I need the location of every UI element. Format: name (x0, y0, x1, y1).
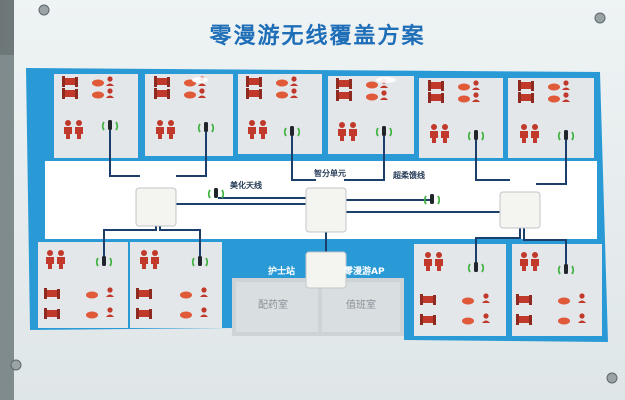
ultra-flexible-cable-label: 超柔馈线 (393, 171, 425, 180)
board-title: 零漫游无线覆盖方案 (209, 24, 426, 49)
nurse-station-label: 护士站 (268, 267, 296, 277)
beautify-antenna-label: 美化天线 (230, 181, 262, 190)
dispensary-label: 配药室 (258, 300, 288, 311)
duty-room-label: 值班室 (346, 300, 376, 311)
zero-roaming-ap-label: 零漫游AP (344, 267, 385, 277)
smart-unit-label: 智分单元 (314, 169, 346, 178)
